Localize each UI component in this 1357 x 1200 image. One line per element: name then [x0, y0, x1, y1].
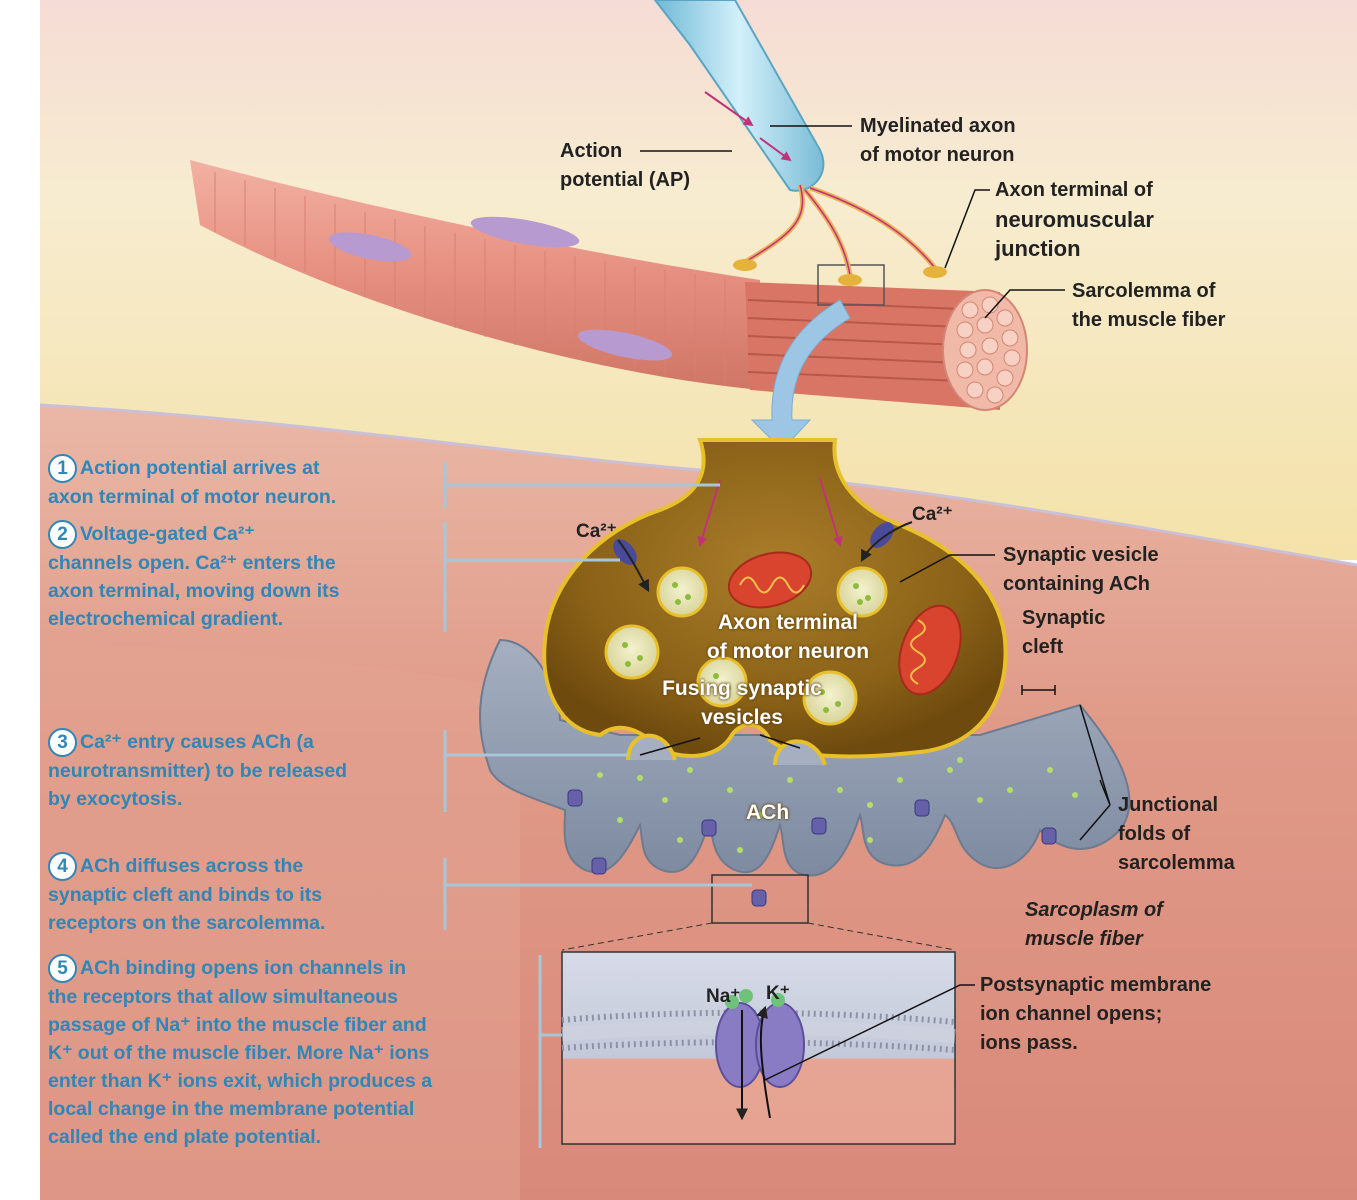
nucleus [470, 216, 580, 248]
label-line: Synaptic vesicle [1003, 544, 1159, 566]
synaptic-vesicle [836, 566, 888, 618]
step-line: channels open. Ca²⁺ enters the [48, 552, 336, 575]
axon-terminal [542, 438, 1008, 766]
nucleus [328, 232, 412, 262]
muscle-fiber [190, 160, 1028, 411]
mitochondrion [727, 551, 813, 609]
step-line: Action potential arrives at [80, 457, 320, 479]
label-synaptic-cleft: Synaptic cleft [1022, 604, 1105, 662]
label-postsynaptic: Postsynaptic membrane ion channel opens;… [980, 971, 1211, 1058]
label-line: containing ACh [1003, 573, 1151, 595]
step-connectors [443, 462, 752, 1148]
leader-lines [639, 125, 1111, 1081]
label-na-ion: Na⁺ [706, 986, 741, 1007]
step-number: 3 [48, 728, 77, 758]
label-line: the muscle fiber [1072, 309, 1226, 331]
postsynaptic-inset [561, 951, 956, 1145]
label-line: Action [560, 140, 623, 162]
nucleus [577, 329, 673, 361]
label-k-ion: K⁺ [766, 983, 790, 1004]
myelinated-axon [653, 0, 947, 286]
label-fusing-vesicles: Fusing synaptic vesicles [622, 674, 862, 732]
step-number: 2 [48, 520, 77, 550]
label-axon-terminal-nmj: Axon terminal of neuromuscular junction [995, 176, 1154, 263]
step-number: 5 [48, 954, 77, 984]
label-line: Myelinated axon [860, 115, 1016, 137]
label-line: ions pass. [980, 1032, 1078, 1054]
step-line: electrochemical gradient. [48, 608, 284, 631]
step-number: 1 [48, 454, 77, 484]
label-line: of motor neuron [706, 640, 870, 663]
zoom-box [711, 874, 809, 924]
label-sarcolemma-fiber: Sarcolemma of the muscle fiber [1072, 277, 1225, 335]
label-line: of motor neuron [860, 144, 1015, 166]
step-line: the receptors that allow simultaneous [48, 986, 398, 1009]
step-number: 4 [48, 852, 77, 882]
step-line: passage of Na⁺ into the muscle fiber and [48, 1014, 427, 1037]
label-line: muscle fiber [1025, 928, 1143, 950]
label-line: ion channel opens; [980, 1003, 1163, 1025]
label-line: Synaptic [1022, 607, 1106, 629]
label-line: junction [995, 236, 1081, 261]
label-line: vesicles [701, 706, 783, 729]
label-ca-left: Ca²⁺ [576, 521, 617, 542]
synaptic-vesicle [604, 624, 660, 680]
step-line: by exocytosis. [48, 788, 183, 811]
label-line: Postsynaptic membrane [980, 974, 1212, 996]
label-sarcoplasm: Sarcoplasm of muscle fiber [1025, 896, 1163, 954]
label-myelinated-axon: Myelinated axon of motor neuron [860, 112, 1016, 170]
mitochondrion [898, 604, 962, 696]
step-line: K⁺ out of the muscle fiber. More Na⁺ ion… [48, 1042, 430, 1065]
label-line: sarcolemma [1118, 852, 1235, 874]
label-ca-right: Ca²⁺ [912, 504, 953, 525]
step-line: ACh diffuses across the [80, 855, 304, 877]
label-line: Sarcolemma of [1072, 280, 1216, 302]
step-line: enter than K⁺ ions exit, which produces … [48, 1070, 433, 1093]
label-synaptic-vesicle: Synaptic vesicle containing ACh [1003, 541, 1159, 599]
calcium-channel [613, 521, 913, 593]
synaptic-vesicle [696, 656, 748, 708]
step-line: Ca²⁺ entry causes ACh (a [80, 731, 314, 753]
label-line: neuromuscular [995, 207, 1154, 232]
step-line: synaptic cleft and binds to its [48, 884, 323, 907]
step-line: called the end plate potential. [48, 1126, 322, 1149]
label-action-potential: Action potential (AP) [560, 137, 690, 195]
synaptic-vesicle [802, 670, 858, 726]
label-ach: ACh [746, 801, 790, 824]
label-axon-terminal-motor: Axon terminal of motor neuron [668, 608, 908, 666]
step-line: Voltage-gated Ca²⁺ [80, 523, 255, 545]
label-line: Fusing synaptic [662, 677, 822, 700]
label-line: folds of [1118, 823, 1191, 845]
label-line: potential (AP) [560, 169, 690, 191]
label-line: cleft [1022, 636, 1064, 658]
ach-receptors [567, 789, 1057, 907]
label-line: Sarcoplasm of [1025, 899, 1163, 921]
step-line: ACh binding opens ion channels in [80, 957, 407, 979]
synaptic-vesicle [656, 566, 708, 618]
step-line: local change in the membrane potential [48, 1098, 415, 1121]
label-line: Axon terminal [717, 611, 859, 634]
label-line: Junctional [1118, 794, 1219, 816]
label-line: Axon terminal of [995, 179, 1153, 201]
step-line: receptors on the sarcolemma. [48, 912, 326, 935]
step-line: neurotransmitter) to be released [48, 760, 348, 783]
step-line: axon terminal, moving down its [48, 580, 340, 603]
label-junctional-folds: Junctional folds of sarcolemma [1118, 791, 1235, 878]
step-line: axon terminal of motor neuron. [48, 486, 337, 509]
